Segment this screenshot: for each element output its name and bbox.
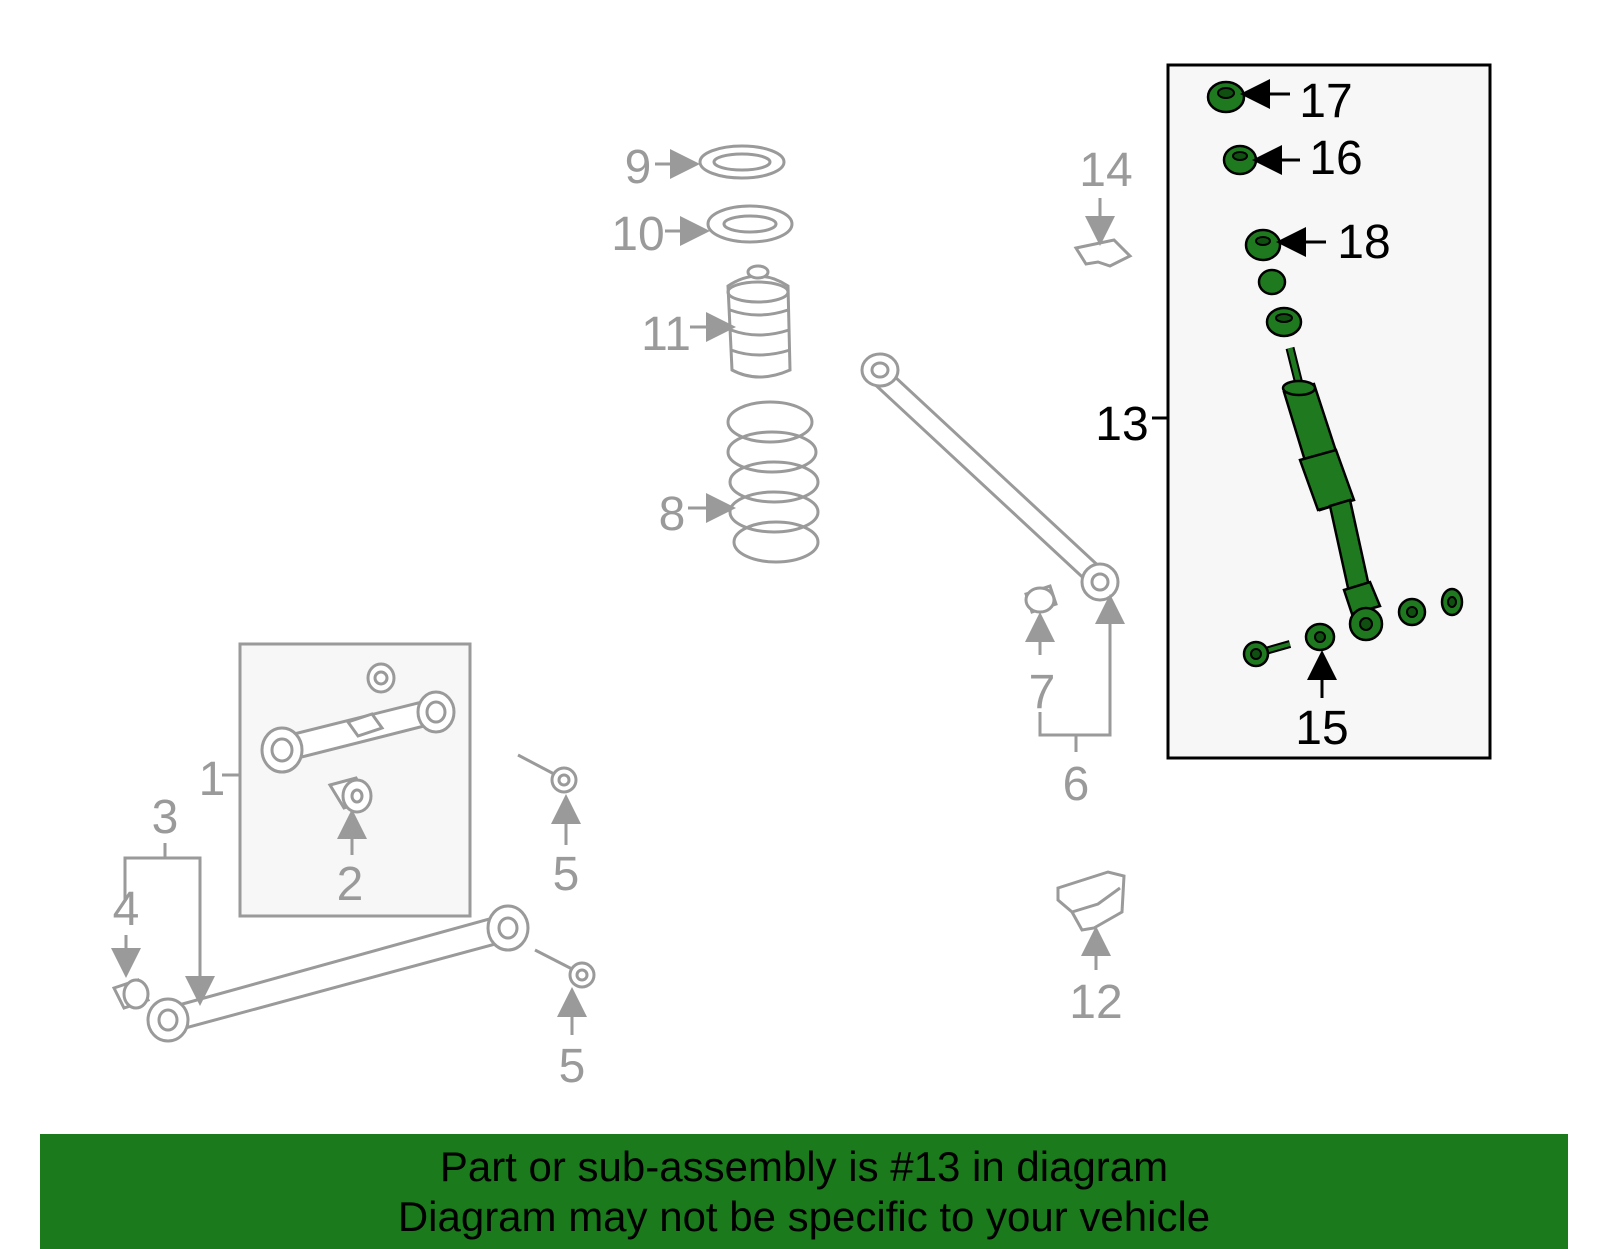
callout-1: 1 xyxy=(199,753,226,806)
banner-line-2: Diagram may not be specific to your vehi… xyxy=(397,1192,1211,1240)
callout-7: 7 xyxy=(1029,666,1056,719)
banner-line-1: Part or sub-assembly is #13 in diagram xyxy=(439,1142,1169,1190)
part-14-clip[interactable] xyxy=(1073,238,1133,268)
part-11-bump-stop[interactable] xyxy=(726,264,792,379)
callout-6: 6 xyxy=(1063,758,1090,811)
callout-10: 10 xyxy=(611,208,664,261)
callout-16: 16 xyxy=(1309,132,1362,185)
callout-4: 4 xyxy=(113,883,140,936)
callout-14: 14 xyxy=(1079,144,1132,197)
callout-3: 3 xyxy=(152,791,179,844)
part-13-upper-washers[interactable] xyxy=(1257,268,1303,338)
part-2-bushing[interactable] xyxy=(327,776,373,814)
part-18-cushion[interactable] xyxy=(1244,228,1282,262)
callout-9: 9 xyxy=(625,141,652,194)
part-13-shock-body[interactable] xyxy=(1281,346,1384,642)
part-9-spring-insulator[interactable] xyxy=(698,144,786,180)
part-10-spring-seat[interactable] xyxy=(706,204,794,244)
part-5-bolt-lower[interactable] xyxy=(534,948,596,989)
callout-18: 18 xyxy=(1337,216,1390,269)
part-3-lower-arm[interactable] xyxy=(146,904,530,1043)
callout-5-upper: 5 xyxy=(553,848,580,901)
callout-8: 8 xyxy=(659,488,686,541)
part-4-bushing[interactable] xyxy=(111,978,151,1010)
part-1-subassembly-box[interactable] xyxy=(238,642,472,918)
part-5-bolt-upper[interactable] xyxy=(517,753,578,794)
callout-12: 12 xyxy=(1069,976,1122,1029)
part-8-coil-spring[interactable] xyxy=(726,400,820,564)
part-7-bushing[interactable] xyxy=(1024,584,1058,614)
callout-11: 11 xyxy=(641,308,691,361)
callout-17: 17 xyxy=(1299,75,1352,128)
part-15-bushing[interactable] xyxy=(1304,622,1336,652)
part-16-cushion[interactable] xyxy=(1222,144,1258,176)
part-13-mount-bolt[interactable] xyxy=(1242,640,1292,668)
part-17-cushion[interactable] xyxy=(1206,80,1246,114)
callout-15: 15 xyxy=(1295,702,1348,755)
part-12-bracket[interactable] xyxy=(1056,870,1126,932)
callout-2: 2 xyxy=(337,858,364,911)
part-13-lower-bushings[interactable] xyxy=(1397,587,1464,627)
notice-banner: Part or sub-assembly is #13 in diagram D… xyxy=(40,1134,1568,1249)
part-6-lateral-rod[interactable] xyxy=(860,352,1120,602)
callout-5-lower: 5 xyxy=(559,1040,586,1093)
callout-13: 13 xyxy=(1095,398,1148,451)
